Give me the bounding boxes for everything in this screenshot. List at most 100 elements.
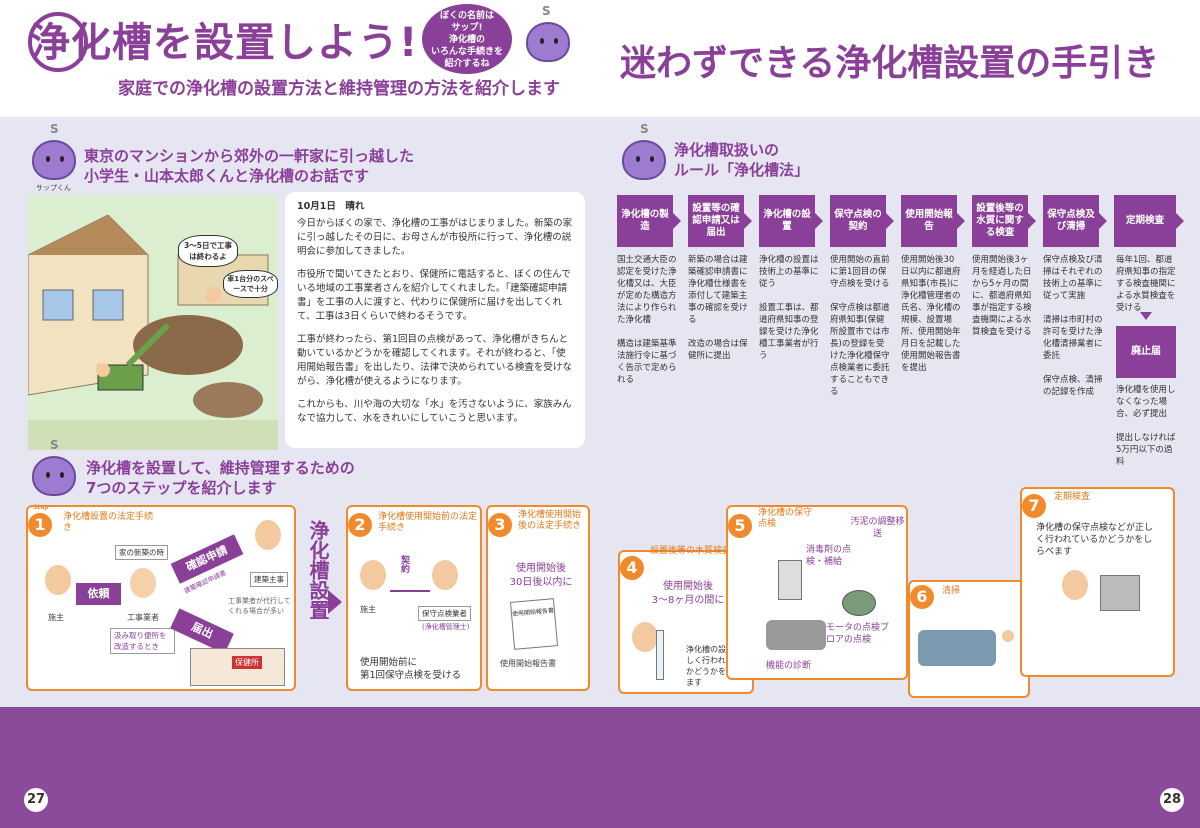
flow-step-manufacture: 浄化槽の製造 <box>617 195 681 247</box>
motor-icon <box>842 590 876 616</box>
step2-note-line: 第1回保守点検を受ける <box>360 670 462 681</box>
rule-section-title: 浄化槽取扱いの ルール「浄化槽法」 <box>674 140 809 180</box>
story-paragraph: 今日からぼくの家で、浄化槽の工事がはじまりました。新築の家に引っ越したその日に、… <box>297 218 573 257</box>
step3-period-line: 30日後以内に <box>509 577 573 588</box>
mascot-speech-bubble: ぼくの名前は サップ! 浄化槽の いろんな手続きを 紹介するね <box>422 4 512 74</box>
arrow-icon <box>328 590 342 614</box>
builder-icon <box>255 520 281 550</box>
mascot-icon <box>32 140 76 180</box>
flow-step-maintenance: 保守点検及び清掃 <box>1043 195 1107 247</box>
step2-note: 使用開始前に 第1回保守点検を受ける <box>360 656 461 682</box>
illus-bubble-space: 車1台分のスペースで十分 <box>223 270 278 298</box>
flow-step-start-report: 使用開始報告 <box>901 195 965 247</box>
contractor-label: 工事業者 <box>127 613 159 622</box>
step4-period: 使用開始後 3～8ヶ月の間に <box>628 580 748 608</box>
story-title-line: 小学生・山本太郎くんと浄化槽のお話です <box>84 167 370 185</box>
mascot-s-icon: S <box>50 438 59 452</box>
inspector-label: 保守点検業者 <box>418 606 471 621</box>
step2-box <box>346 505 482 691</box>
mascot-s-icon: S <box>542 4 551 18</box>
builder-label: 建築主事 <box>250 572 288 587</box>
mascot-icon <box>32 456 76 496</box>
disinfectant-bottle-icon <box>778 560 802 600</box>
lab-equipment-icon <box>1100 575 1140 611</box>
step7-note: 浄化槽の保守点検などが正しく行われているかどうかをしらべます <box>1036 523 1154 557</box>
step4-title: 設置後等の水質検査 <box>650 546 732 556</box>
bubble-line: 紹介するね <box>444 59 490 69</box>
mascot-s-icon: S <box>640 122 649 136</box>
flow-text: 浄化槽の設置は技術上の基準に従う 設置工事は、都道府県知事の登録を受けた浄化槽工… <box>759 255 819 361</box>
step1-title: 浄化槽設置の法定手続き <box>63 512 154 533</box>
mascot-icon <box>622 140 666 180</box>
abolish-text: 浄化槽を使用しなくなった場合、必ず提出 提出しなければ5万円以下の過料 <box>1116 385 1176 467</box>
step6-title: 清掃 <box>942 586 961 596</box>
story-section-title: 東京のマンションから郊外の一軒家に引っ越した 小学生・山本太郎くんと浄化槽のお話… <box>84 146 414 186</box>
owner-icon <box>360 560 386 590</box>
story-paragraph: これからも、川や海の大切な「水」を汚さないように、家族みんなで協力して、水をきれ… <box>297 399 572 424</box>
request-arrow: 依頼 <box>76 583 121 605</box>
abolish-box: 廃止届 <box>1116 326 1176 378</box>
step6-badge: 6 <box>910 585 934 609</box>
disinfect-label: 消毒剤の点検・補給 <box>806 545 852 567</box>
contract-arrow-icon <box>390 590 430 592</box>
flow-step-contract: 保守点検の契約 <box>830 195 894 247</box>
step4-note: 浄化槽の設置が正しく行われているかどうかをしらべます <box>686 645 750 687</box>
step4-period-line: 3～8ヶ月の間に <box>651 595 725 606</box>
office-sign: 保健所 <box>232 656 262 669</box>
page-number-left: 27 <box>24 788 48 812</box>
flow-step-application: 設置等の確認申請又は届出 <box>688 195 752 247</box>
step2-badge: 2 <box>348 513 372 537</box>
test-tube-icon <box>656 630 664 680</box>
rule-title-line: ルール「浄化槽法」 <box>674 161 810 179</box>
footer-band <box>0 707 1200 828</box>
owner-icon <box>45 565 71 595</box>
contract-label: 契約 <box>399 555 409 573</box>
motor-label: モータの点検ブロアの点検 <box>826 623 890 645</box>
down-arrow-icon <box>1140 312 1152 320</box>
flow-step-periodic: 定期検査 <box>1114 195 1184 247</box>
flow-text: 保守点検及び清掃はそれぞれの技術上の基準に従って実施 清掃は市町村の許可を受けた… <box>1043 255 1103 397</box>
step7-badge: 7 <box>1022 494 1046 518</box>
steps-title-line: 浄化槽を設置して、維持管理するための <box>86 459 355 477</box>
installation-vertical-label: 浄化槽設置 <box>306 520 330 620</box>
bubble-line: ぼくの名前は <box>439 11 494 21</box>
story-paragraph: 工事が終わったら、第1回目の点検があって、浄化槽がきちんと動いているかどうかを確… <box>297 334 572 387</box>
new-house-label: 家の新築の時 <box>115 545 168 560</box>
inspector-sub: (浄化槽管理士) <box>422 623 470 631</box>
inspector-icon <box>632 622 658 652</box>
bubble-line: サップ! <box>451 23 483 33</box>
mascot-caption: サップくん <box>36 184 71 192</box>
construction-illustration: 3～5日で工事は終わるよ 車1台分のスペースで十分 <box>28 195 278 450</box>
step2-note-line: 使用開始前に <box>360 657 418 668</box>
step4-badge: 4 <box>620 556 644 580</box>
flow-text: 毎年1回、都道府県知事の指定する検査機関による水質検査を受ける <box>1116 255 1176 313</box>
step3-period: 使用開始後 30日後以内に <box>498 562 584 590</box>
page-title-right: 迷わずできる浄化槽設置の手引き <box>620 43 1160 84</box>
sludge-label: 汚泥の調整移送 <box>850 517 905 539</box>
flow-text: 使用開始後30日以内に都道府県知事(市長)に浄化槽管理者の氏名、浄化槽の規模、設… <box>901 255 961 373</box>
step4-period-line: 使用開始後 <box>663 581 713 592</box>
rule-title-line: 浄化槽取扱いの <box>674 141 780 159</box>
flow-text: 新築の場合は建築確認申請書に浄化槽仕様書を添付して建築主事の確認を受ける 改造の… <box>688 255 748 361</box>
worker-icon <box>1002 630 1014 642</box>
story-title-line: 東京のマンションから郊外の一軒家に引っ越した <box>84 147 415 165</box>
step5-box <box>726 505 908 680</box>
bubble-line: いろんな手続きを <box>430 47 503 57</box>
proxy-note: 工事業者が代行してくれる場合が多い <box>228 597 291 615</box>
step7-box <box>1020 487 1175 677</box>
owner-label: 施主 <box>360 605 376 614</box>
function-label: 機能の診断 <box>766 661 812 671</box>
step1-badge: 1 <box>28 513 52 537</box>
steps-section-title: 浄化槽を設置して、維持管理するための 7つのステップを紹介します <box>86 458 355 498</box>
vacuum-truck-icon <box>918 630 996 666</box>
flow-step-install: 浄化槽の設置 <box>759 195 823 247</box>
story-box: 10月1日 晴れ 今日からぼくの家で、浄化槽の工事がはじまりました。新築の家に引… <box>285 192 585 448</box>
tank-icon <box>766 620 826 650</box>
replace-note: 汲み取り便所を改造するとき <box>110 628 175 654</box>
flow-text: 国土交通大臣の認定を受けた浄化槽又は、大臣が定めた構造方法により作られた浄化槽 … <box>617 255 677 385</box>
contractor-icon <box>130 568 156 598</box>
steps-title-line: 7つのステップを紹介します <box>86 479 277 497</box>
bubble-line: 浄化槽の <box>448 35 485 45</box>
report-document-icon: 使用開始報告書 <box>509 598 559 650</box>
step3-period-line: 使用開始後 <box>516 563 566 574</box>
